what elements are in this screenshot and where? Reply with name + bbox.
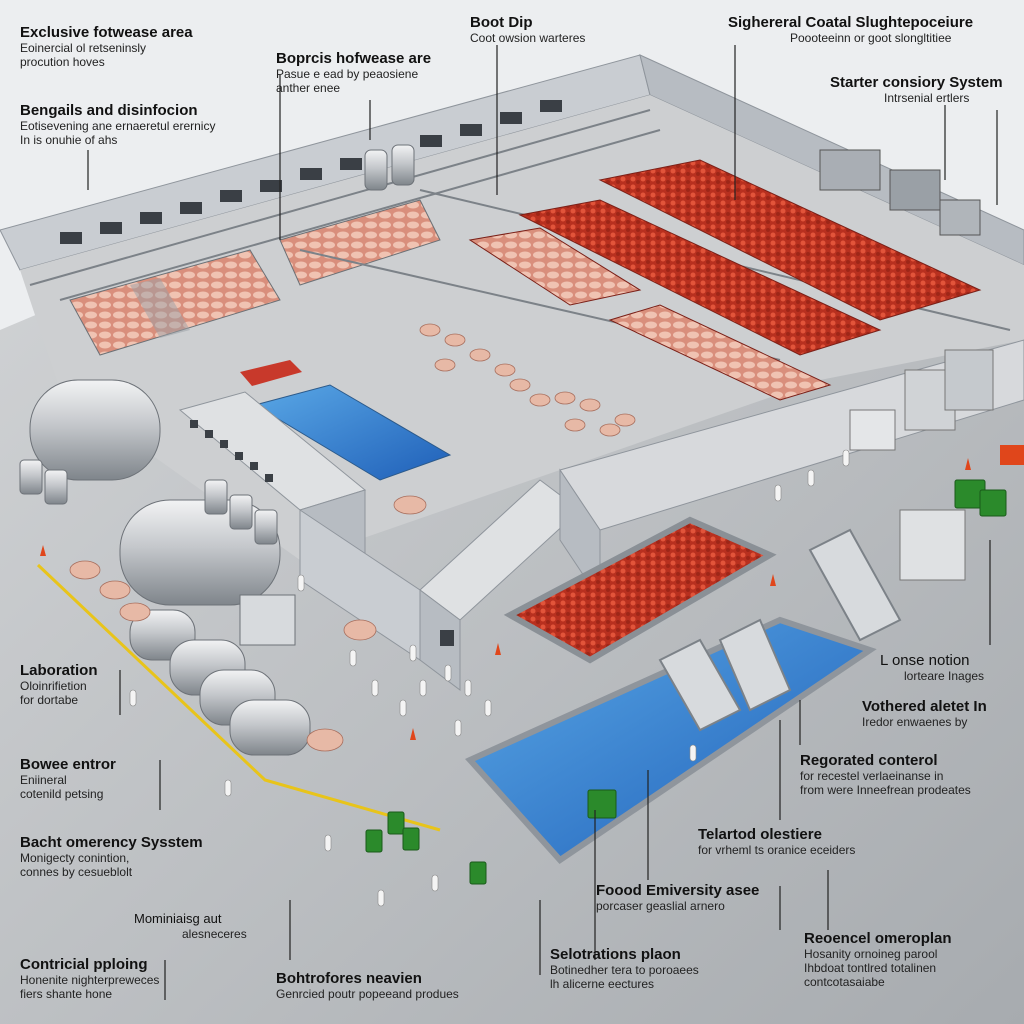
- label-bacht-emergency-system: Bacht omerency Sysstem Monigecty coninti…: [20, 834, 203, 879]
- process-tanks-top: [364, 144, 415, 191]
- label-title: Boprcis hofwease are: [276, 50, 432, 67]
- label-subtitle: Honenite nighterpreweces fiers shante ho…: [20, 973, 160, 1001]
- label-title: Starter consiory System: [830, 74, 1003, 91]
- label-subtitle: Genrcied poutr popeeand produes: [276, 987, 459, 1001]
- leader-lines: [87, 45, 998, 1000]
- traffic-cones: [40, 445, 1024, 740]
- label-title: Bacht omerency Sysstem: [20, 834, 203, 851]
- label-title: Mominiaisg aut: [134, 911, 222, 926]
- small-process-tanks: [19, 459, 278, 545]
- red-dip-tray: [240, 360, 302, 386]
- label-title: Boot Dip: [470, 14, 533, 31]
- yellow-safety-line: [36, 563, 441, 832]
- label-monidiaing: Mominiaisg aut alesneceres: [134, 910, 247, 941]
- label-subtitle: Poooteeinn or goot slongltitiee: [790, 31, 952, 45]
- label-selotrations-plan: Selotrations plaon Botinedher tera to po…: [550, 946, 699, 991]
- label-title: Regorated conterol: [800, 752, 938, 769]
- label-contricial-ploing: Contricial pploing Honenite nighterprewe…: [20, 956, 159, 1001]
- label-title: Reoencel omeroplan: [804, 930, 952, 947]
- label-subtitle: lorteare Inages: [904, 669, 985, 683]
- label-laboration: Laboration Oloinrifietion for dortabe: [20, 662, 98, 707]
- label-title: Foood Emiversity asee: [596, 882, 760, 899]
- label-vothered-alert: Vothered aletet In Iredor enwaenes by: [862, 698, 987, 729]
- disinfection-pool: [253, 384, 452, 481]
- label-boot-dip: Boot Dip Coot owsion warteres: [470, 14, 585, 45]
- label-subtitle: Intrsenial ertlers: [884, 91, 970, 105]
- label-title: Contricial pploing: [20, 956, 148, 973]
- label-subtitle: Botinedher tera to poroaees lh alicerne …: [550, 963, 699, 991]
- label-title: Bohtrofores neavien: [276, 970, 422, 987]
- label-bengails-disinfection: Bengails and disinfocion Eotisevening an…: [20, 102, 215, 147]
- back-wall-windows: [60, 100, 562, 244]
- label-sighereral-procedure: Sighereral Coatal Slughtepoceiure Pooote…: [728, 14, 973, 45]
- label-title: Selotrations plaon: [550, 946, 681, 963]
- label-subtitle: porcaser geaslial arnero: [596, 899, 725, 913]
- label-subtitle: Eniineral cotenild petsing: [20, 773, 104, 801]
- label-title: Laboration: [20, 662, 98, 679]
- staircases: [658, 528, 902, 732]
- label-longe-notion: L onse notion lorteare Inages: [880, 652, 984, 683]
- label-subtitle: Monigecty conintion, connes by cesueblol…: [20, 851, 133, 879]
- label-title: L onse notion: [880, 652, 970, 669]
- label-telartod: Telartod olestiere for vrheml ts oranice…: [698, 826, 855, 857]
- loose-pigs: [69, 323, 636, 752]
- label-subtitle: Pasue e ead by peaosiene anther enee: [276, 67, 419, 95]
- label-subtitle: alesneceres: [182, 927, 247, 941]
- carcass-rows: [468, 159, 982, 401]
- label-title: Sighereral Coatal Slughtepoceiure: [728, 14, 974, 31]
- label-foood-university: Foood Emiversity asee porcaser geaslial …: [596, 882, 759, 913]
- middle-building: [178, 391, 581, 691]
- label-title: Vothered aletet In: [862, 698, 987, 715]
- right-building: [559, 339, 1024, 602]
- label-reoencel-plan: Reoencel omeroplan Hosanity ornoineg par…: [804, 930, 952, 989]
- label-regorated-control: Regorated conterol for recestel verlaein…: [800, 752, 971, 797]
- label-title: Bowee entror: [20, 756, 116, 773]
- label-starter-system: Starter consiory System Intrsenial ertle…: [830, 74, 1003, 105]
- label-exclusive-footwear-area: Exclusive fotwease area Eoinercial ol re…: [20, 24, 193, 69]
- label-subtitle: Hosanity ornoineg parool Ihbdoat tontlre…: [804, 947, 938, 989]
- label-title: Exclusive fotwease area: [20, 24, 193, 41]
- green-bins: [365, 479, 1007, 885]
- label-subtitle: Eoinercial ol retseninsly procution hove…: [20, 41, 147, 69]
- label-title: Telartod olestiere: [698, 826, 822, 843]
- label-title: Bengails and disinfocion: [20, 102, 198, 119]
- label-boprcis-footwear-area: Boprcis hofwease are Pasue e ead by peao…: [276, 50, 431, 95]
- workers: [129, 449, 850, 907]
- label-subtitle: Coot owsion warteres: [470, 31, 586, 45]
- label-subtitle: Oloinrifietion for dortabe: [20, 679, 87, 707]
- label-subtitle: for vrheml ts oranice eceiders: [698, 843, 856, 857]
- left-pig-pens: [69, 199, 441, 356]
- machinery-top-right: [819, 149, 981, 236]
- label-subtitle: Eotisevening ane ernaeretul erernicy In …: [20, 119, 216, 147]
- red-meat-vat: [503, 516, 777, 664]
- label-bowee-entror: Bowee entror Eniineral cotenild petsing: [20, 756, 116, 801]
- label-subtitle: for recestel verlaeinanse in from were I…: [800, 769, 971, 797]
- label-bohtrofores: Bohtrofores neavien Genrcied poutr popee…: [276, 970, 459, 1001]
- label-subtitle: Iredor enwaenes by: [862, 715, 968, 729]
- tanker-trucks: [29, 379, 311, 756]
